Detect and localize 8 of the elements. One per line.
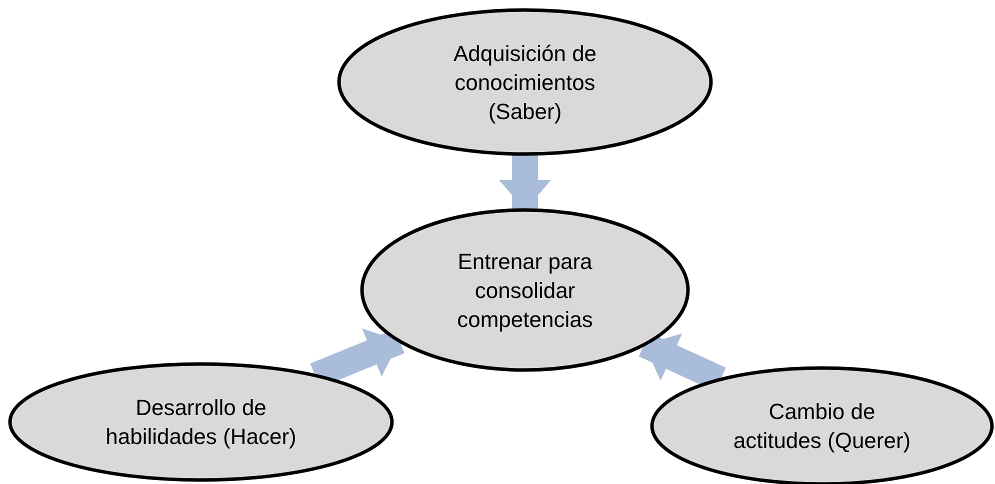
node-label: Entrenar para consolidar competencias bbox=[456, 248, 594, 334]
node-label: Desarrollo de habilidades (Hacer) bbox=[104, 394, 298, 451]
node-label: Cambio de actitudes (Querer) bbox=[732, 398, 912, 455]
ellipse-node bbox=[8, 362, 394, 482]
ellipse-node bbox=[360, 208, 690, 372]
block-arrow bbox=[499, 154, 551, 210]
ellipse-node bbox=[337, 8, 713, 156]
node-label: Adquisición de conocimientos (Saber) bbox=[452, 40, 598, 126]
